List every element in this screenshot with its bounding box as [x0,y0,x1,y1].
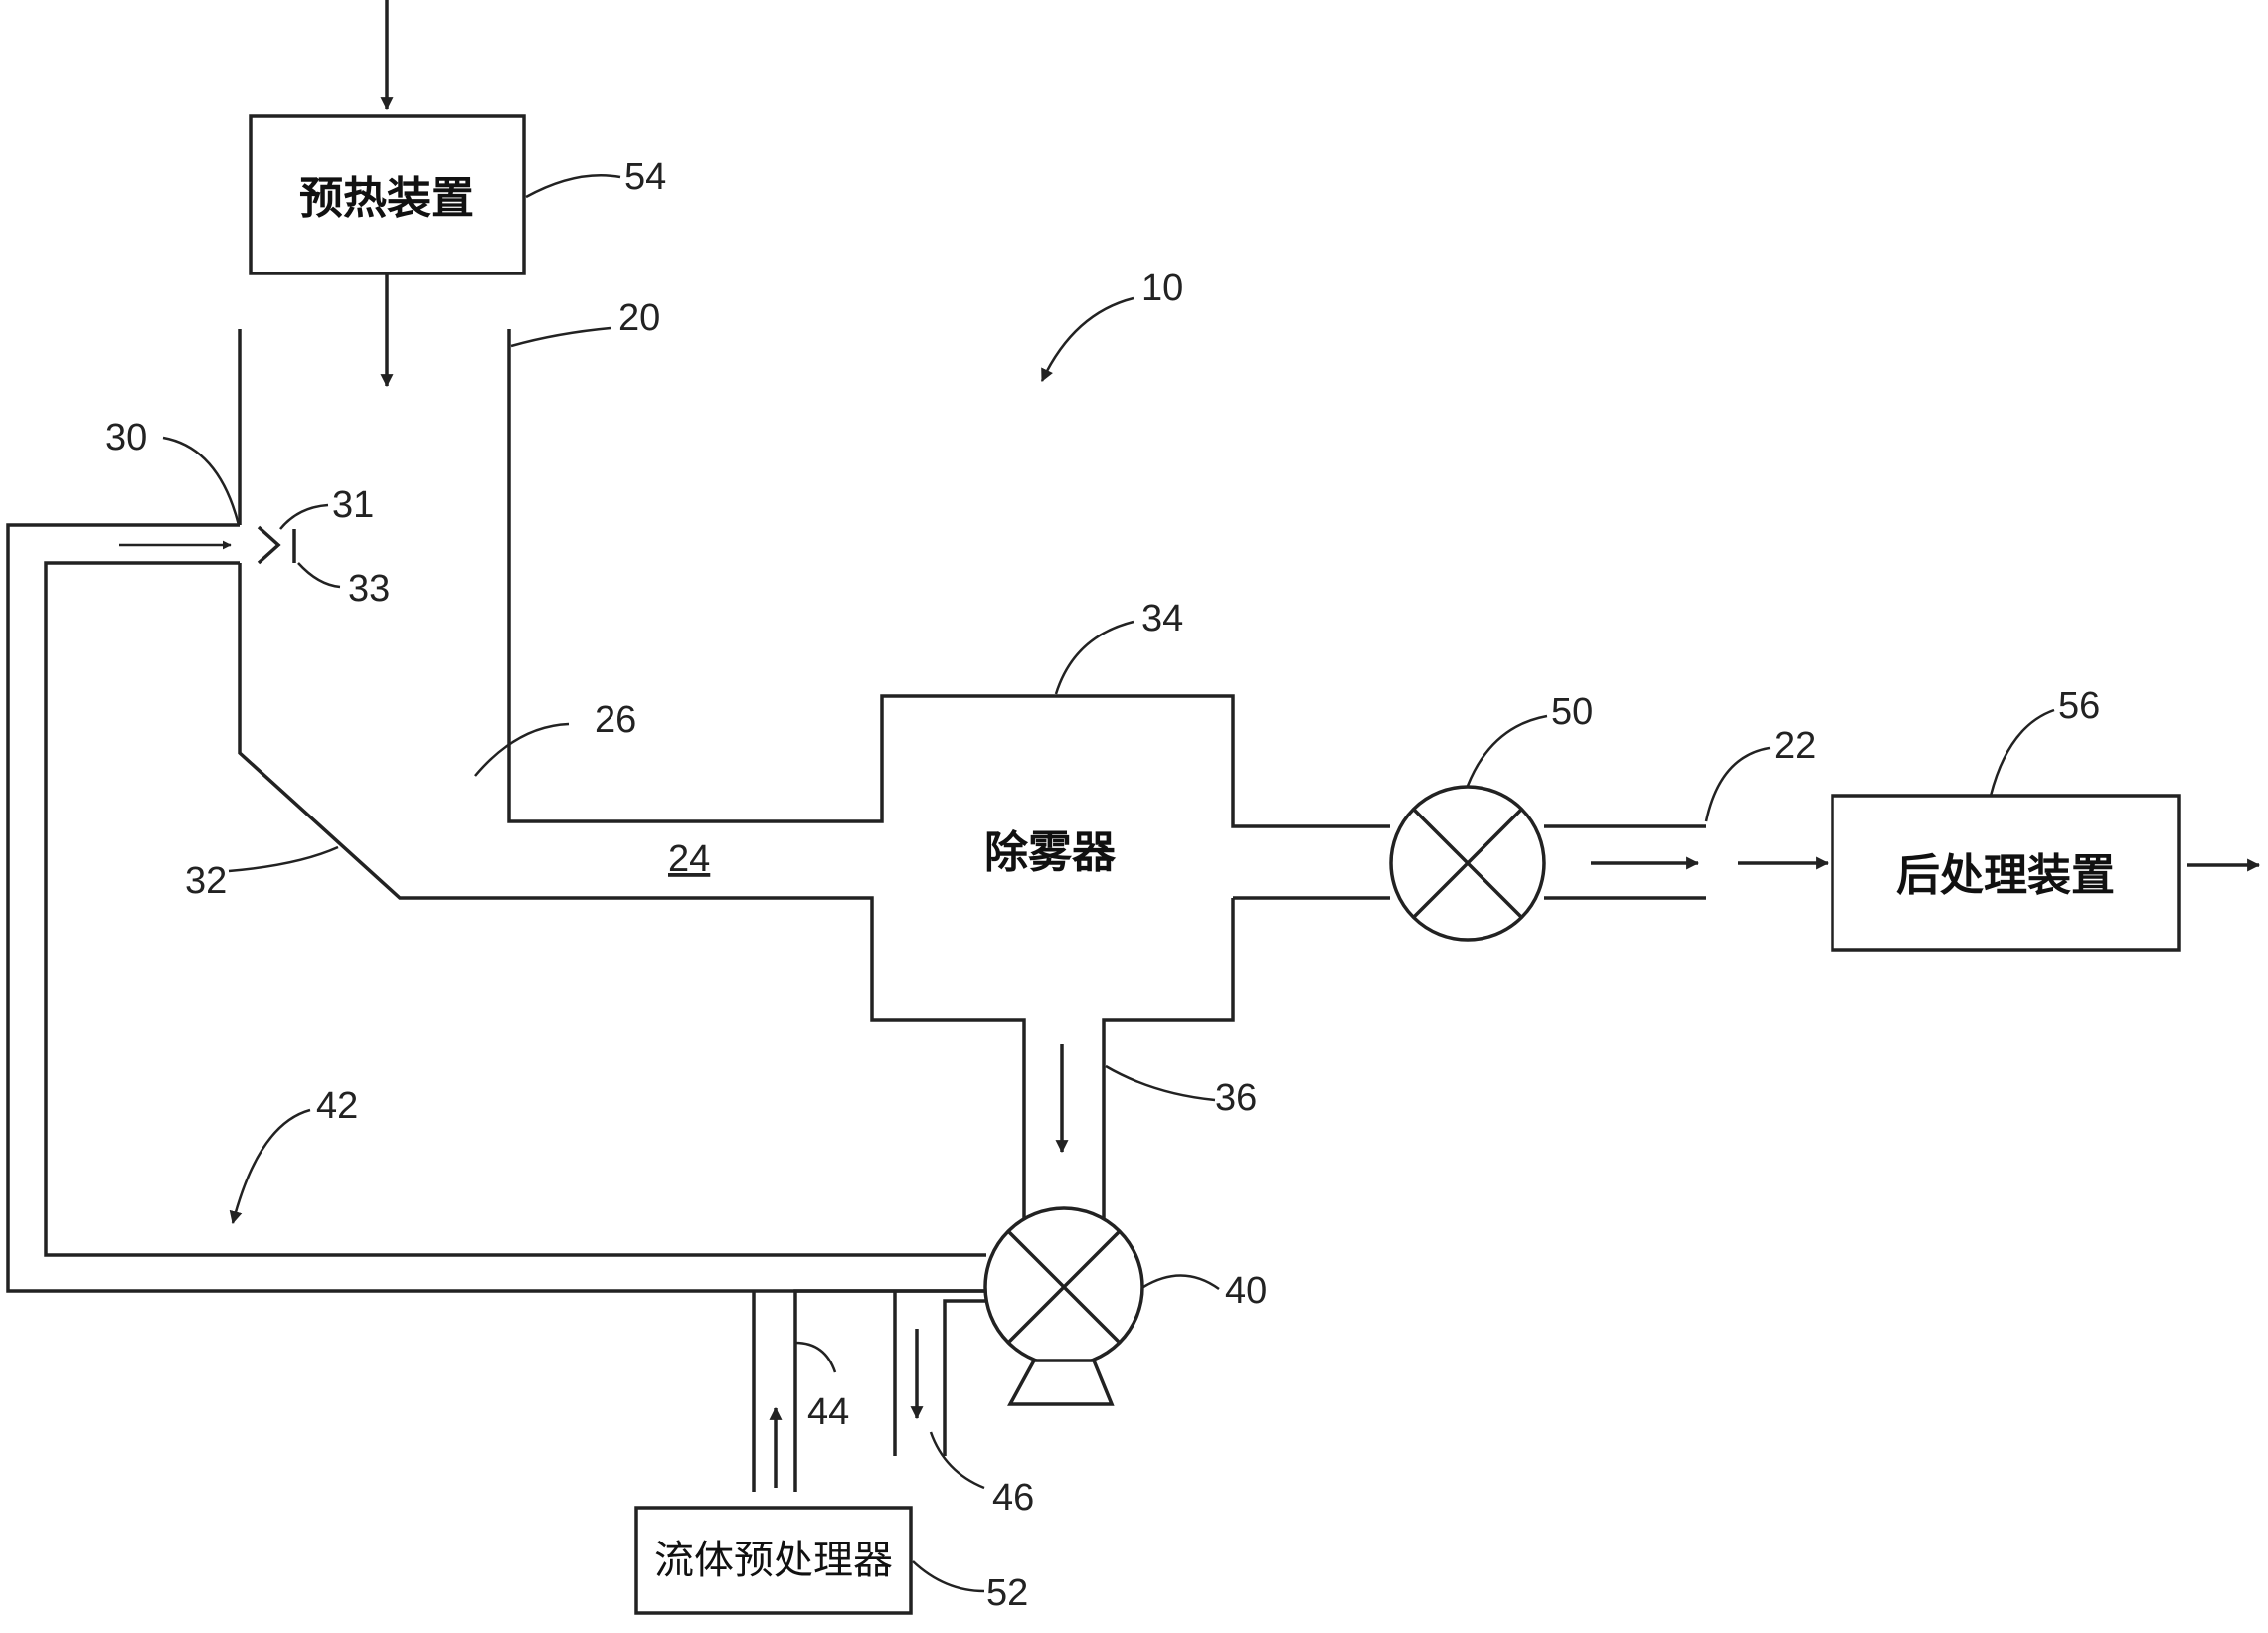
ref-46: 46 [992,1477,1034,1519]
valve-50-cross-b [1412,808,1523,919]
leader-26 [474,722,570,777]
preheater-box [249,114,526,275]
ref-36: 36 [1215,1077,1257,1119]
demister-bottom-right [1102,898,1235,1230]
leader-40 [1142,1274,1220,1291]
ref-52: 52 [986,1572,1028,1614]
ref-30: 30 [105,417,147,458]
ref-56: 56 [2058,685,2100,727]
ref-34: 34 [1141,598,1183,639]
leader-46 [929,1431,985,1490]
branch-46-right [943,1299,986,1456]
ref-10-arrow [1040,296,1134,382]
post-treatment-label: 后处理装置 [1896,850,2115,901]
recirc-loop-outer [6,523,986,1293]
ref-40: 40 [1225,1270,1267,1312]
leader-32 [228,845,339,873]
leader-31 [279,503,329,530]
vessel-left-wall-lower [238,563,1026,1230]
ref-26: 26 [595,699,636,741]
leader-56 [1989,708,2055,797]
leader-44 [794,1341,837,1373]
demister-label: 除雾器 [984,827,1117,878]
ref-50: 50 [1551,691,1593,733]
ref-42-arrow [229,1108,311,1225]
nozzle-31 [257,525,281,565]
fluid-pretreater-label: 流体预处理器 [654,1538,893,1583]
preheater-label: 预热装置 [299,173,474,224]
ref-42: 42 [316,1085,358,1127]
recirc-loop-inner [44,561,986,1257]
pump-40-base [1007,1359,1115,1406]
ref-33: 33 [348,568,390,610]
leader-34 [1054,620,1134,695]
ref-22: 22 [1774,725,1816,767]
vessel-right-wall [507,329,1390,828]
leader-36 [1105,1064,1216,1102]
leader-50 [1466,714,1548,787]
ref-32: 32 [185,860,227,902]
ref-44: 44 [807,1391,849,1433]
fluid-pretreater-box [634,1506,913,1615]
post-treatment-box [1831,794,2181,952]
branch-44-right [793,1289,986,1492]
ref-24: 24 [668,838,710,880]
leader-54 [525,174,621,199]
pump-40-cross-b [1006,1229,1122,1345]
leader-22 [1704,746,1771,822]
leader-33 [297,562,341,589]
leader-30 [162,436,241,526]
ref-20: 20 [618,297,660,339]
leader-52 [912,1560,985,1593]
leader-20 [510,326,611,348]
ref-10: 10 [1141,268,1183,309]
ref-54: 54 [624,156,666,198]
ref-31: 31 [332,484,374,526]
